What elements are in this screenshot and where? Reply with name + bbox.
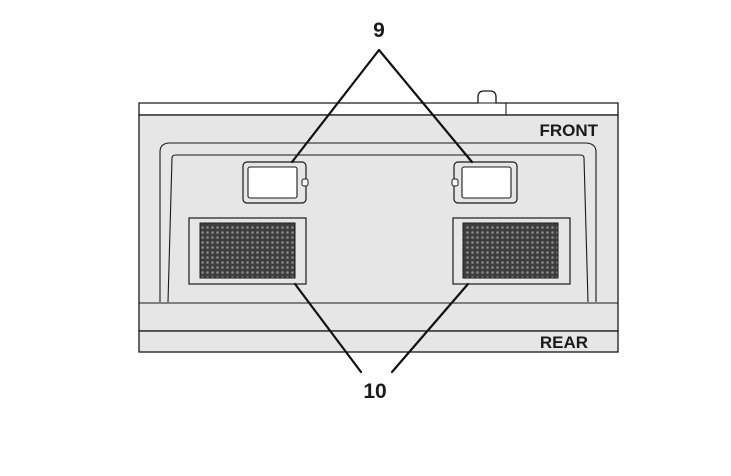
window-left: [242, 161, 309, 204]
leader-9-right: [377, 48, 474, 164]
window-right: [451, 161, 518, 204]
callout-label-lower: 10: [363, 380, 386, 403]
leader-10-right: [390, 282, 470, 374]
top-strip: [138, 90, 619, 116]
leader-lines: [290, 48, 474, 374]
grille-left: [188, 217, 307, 285]
front-label: FRONT: [539, 121, 598, 140]
leader-10-left: [293, 282, 363, 374]
rear-strip: [138, 330, 619, 353]
leader-9-left: [290, 48, 381, 164]
rear-label: REAR: [540, 333, 588, 352]
inner-frame: [139, 142, 618, 304]
callout-label-upper: 9: [373, 19, 385, 42]
grille-right: [452, 217, 571, 285]
